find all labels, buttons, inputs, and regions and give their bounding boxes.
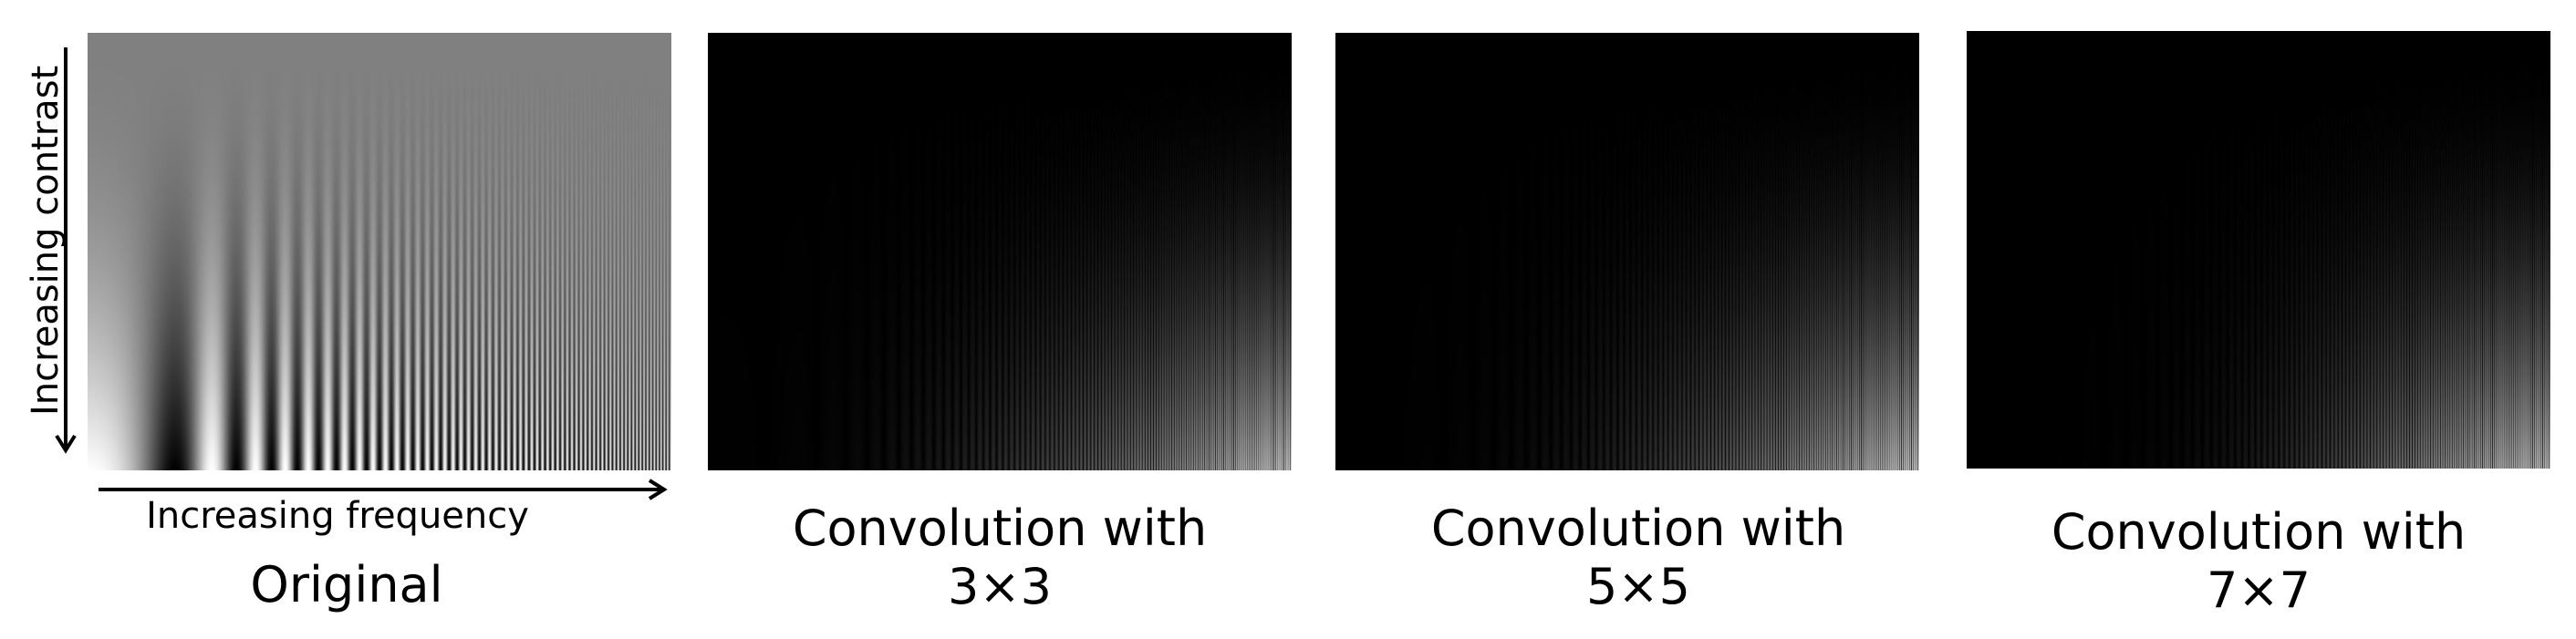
frequency-arrow <box>99 479 668 500</box>
contrast-arrow <box>55 47 77 454</box>
caption-conv-3x3-kernel: 3×3 <box>948 558 1052 615</box>
conv-5x5-result-image <box>1335 33 1919 470</box>
conv-3x3-result-image <box>708 33 1292 470</box>
caption-conv-3x3: Convolution with 3×3 <box>680 500 1319 616</box>
caption-original: Original <box>27 556 666 614</box>
conv-7x7-result-image <box>1967 31 2550 469</box>
caption-conv-7x7-kernel: 7×7 <box>2207 562 2311 619</box>
caption-conv-7x7-text: Convolution with <box>2051 503 2467 561</box>
caption-conv-5x5-kernel: 5×5 <box>1586 558 1690 615</box>
original-frequency-contrast-image <box>88 33 671 470</box>
caption-conv-7x7: Convolution with 7×7 <box>1939 503 2576 620</box>
caption-original-text: Original <box>250 556 443 613</box>
frequency-axis-label: Increasing frequency <box>146 495 529 537</box>
contrast-axis-label: Increasing contrast <box>25 65 67 416</box>
caption-conv-5x5: Convolution with 5×5 <box>1319 500 1958 616</box>
caption-conv-3x3-text: Convolution with <box>792 500 1208 557</box>
caption-conv-5x5-text: Convolution with <box>1430 500 1846 557</box>
